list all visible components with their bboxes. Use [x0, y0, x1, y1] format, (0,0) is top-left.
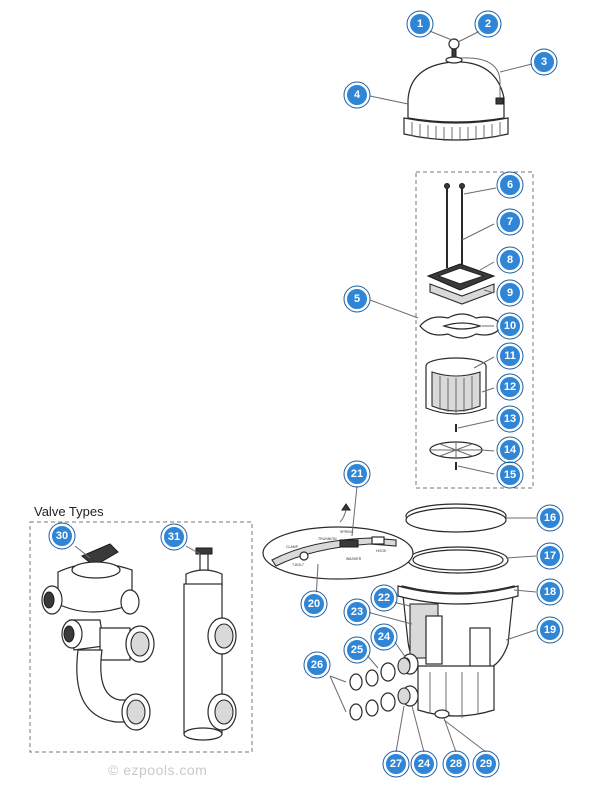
- callout-3: 3: [530, 48, 558, 76]
- callout-16: 16: [536, 504, 564, 532]
- callout-13: 13: [496, 405, 524, 433]
- multiport-valve: [41, 543, 155, 731]
- callout-6: 6: [496, 171, 524, 199]
- detail-label-t-bolt: T-BOLT: [292, 563, 305, 567]
- callout-4: 4: [343, 81, 371, 109]
- detail-label-spring: SPRING: [340, 530, 354, 534]
- callout-24-lower: 24: [410, 750, 438, 778]
- svg-text:28: 28: [450, 758, 462, 770]
- callout-28: 28: [442, 750, 470, 778]
- callout-15: 15: [496, 461, 524, 489]
- callout-12: 12: [496, 373, 524, 401]
- svg-text:16: 16: [544, 512, 556, 524]
- callout-25: 25: [343, 636, 371, 664]
- svg-text:19: 19: [544, 624, 556, 636]
- push-pull-valve: [183, 547, 237, 741]
- svg-text:13: 13: [504, 413, 516, 425]
- svg-text:2: 2: [485, 18, 491, 30]
- detail-label-hook: HOOK: [376, 549, 387, 553]
- svg-text:7: 7: [507, 216, 513, 228]
- detail-label-trunnion: TRUNNION: [318, 537, 337, 541]
- svg-text:27: 27: [390, 758, 402, 770]
- callout-23: 23: [343, 598, 371, 626]
- callout-8: 8: [496, 246, 524, 274]
- callout-5: 5: [343, 285, 371, 313]
- valve-types-title: Valve Types: [34, 504, 104, 519]
- svg-text:26: 26: [311, 659, 323, 671]
- tank-body: [397, 585, 519, 719]
- svg-text:29: 29: [480, 758, 492, 770]
- callout-7: 7: [496, 208, 524, 236]
- detail-label-washer: WASHER: [346, 557, 362, 561]
- svg-text:9: 9: [507, 287, 513, 299]
- callout-18: 18: [536, 578, 564, 606]
- internal-assembly-box: [415, 171, 534, 489]
- callout-22: 22: [370, 584, 398, 612]
- svg-text:24: 24: [378, 631, 391, 643]
- callout-10: 10: [496, 312, 524, 340]
- internal-parts: [419, 183, 503, 470]
- leader-lines: [74, 29, 537, 753]
- svg-text:23: 23: [351, 606, 363, 618]
- svg-text:8: 8: [507, 254, 513, 266]
- svg-text:25: 25: [351, 644, 363, 656]
- svg-text:15: 15: [504, 469, 516, 481]
- svg-text:5: 5: [354, 293, 360, 305]
- svg-text:4: 4: [354, 89, 361, 101]
- svg-text:12: 12: [504, 381, 516, 393]
- copyright-watermark: © ezpools.com: [108, 762, 208, 778]
- svg-text:14: 14: [504, 444, 517, 456]
- tank-lid: [403, 38, 509, 141]
- svg-text:6: 6: [507, 179, 513, 191]
- callout-20: 20: [300, 590, 328, 618]
- ring-parts: [405, 503, 509, 574]
- svg-text:20: 20: [308, 598, 320, 610]
- svg-text:21: 21: [351, 468, 363, 480]
- callout-26: 26: [303, 651, 331, 679]
- detail-label-clamp: CLAMP: [286, 545, 299, 549]
- lid-rim-ribs: [411, 122, 501, 141]
- svg-text:24: 24: [418, 758, 431, 770]
- callout-9: 9: [496, 279, 524, 307]
- callout-11: 11: [496, 342, 524, 370]
- svg-text:30: 30: [56, 530, 68, 542]
- union-fittings: [349, 657, 411, 721]
- callout-27: 27: [382, 750, 410, 778]
- callout-2: 2: [474, 10, 502, 38]
- callout-17: 17: [536, 542, 564, 570]
- callout-29: 29: [472, 750, 500, 778]
- callout-30: 30: [48, 522, 76, 550]
- svg-text:3: 3: [541, 56, 547, 68]
- svg-text:31: 31: [168, 531, 180, 543]
- svg-text:17: 17: [544, 550, 556, 562]
- callout-14: 14: [496, 436, 524, 464]
- svg-text:22: 22: [378, 592, 390, 604]
- pressure-gauge-icon: [448, 38, 460, 50]
- callout-31: 31: [160, 523, 188, 551]
- callout-1: 1: [406, 10, 434, 38]
- callout-24-upper: 24: [370, 623, 398, 651]
- clamp-detail: CLAMP TRUNNION SPRING T-BOLT WASHER HOOK: [262, 503, 414, 580]
- valve-types-box: [29, 521, 253, 753]
- callout-19: 19: [536, 616, 564, 644]
- svg-text:1: 1: [417, 18, 423, 30]
- callout-21: 21: [343, 460, 371, 488]
- svg-text:10: 10: [504, 320, 516, 332]
- svg-text:18: 18: [544, 586, 556, 598]
- svg-text:11: 11: [504, 350, 516, 362]
